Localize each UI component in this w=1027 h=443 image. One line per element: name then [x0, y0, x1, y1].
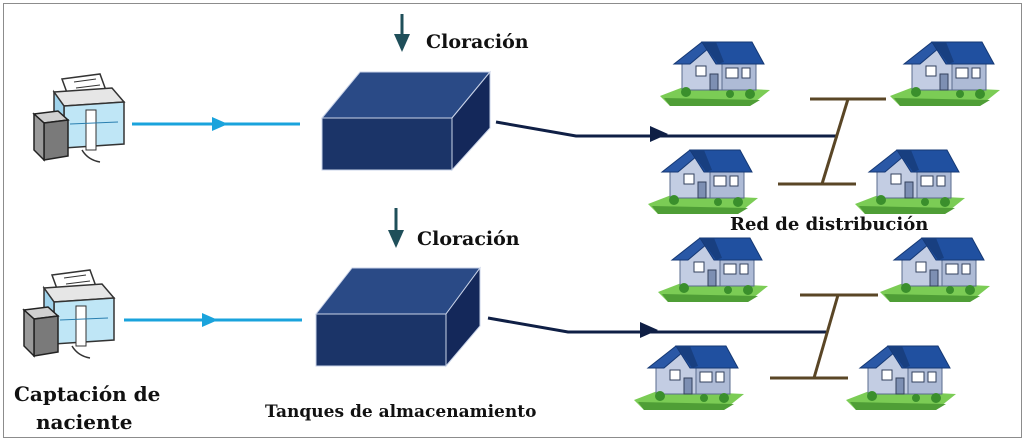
diagram-frame — [3, 3, 1022, 438]
house-icon — [657, 237, 769, 303]
spring-capture-icon — [23, 269, 115, 359]
storage-tank-icon — [314, 266, 481, 368]
storage-tanks-label: Tanques de almacenamiento — [265, 402, 537, 422]
water-flow-arrow — [132, 117, 300, 131]
house-icon — [647, 149, 759, 215]
house-icon — [879, 237, 991, 303]
spring-capture-label: Captación de — [14, 382, 161, 406]
water-flow-arrow — [124, 313, 302, 327]
house-icon — [854, 149, 966, 215]
chlorination-label: Cloración — [417, 228, 520, 250]
house-icon — [889, 41, 1001, 107]
chlorine-arrow-icon — [388, 208, 404, 248]
distribution-network-label: Red de distribución — [730, 214, 929, 235]
spring-capture-label: naciente — [36, 410, 133, 434]
chlorine-arrow-icon — [394, 14, 410, 52]
house-icon — [633, 345, 745, 411]
house-icon — [659, 41, 771, 107]
distribution-pipes — [770, 293, 878, 380]
outflow-arrow — [487, 316, 826, 338]
storage-tank-icon — [320, 70, 492, 172]
house-icon — [845, 345, 957, 411]
chlorination-label: Cloración — [426, 31, 529, 53]
outflow-arrow — [495, 120, 838, 142]
spring-capture-icon — [33, 73, 125, 163]
distribution-pipes — [778, 97, 886, 186]
